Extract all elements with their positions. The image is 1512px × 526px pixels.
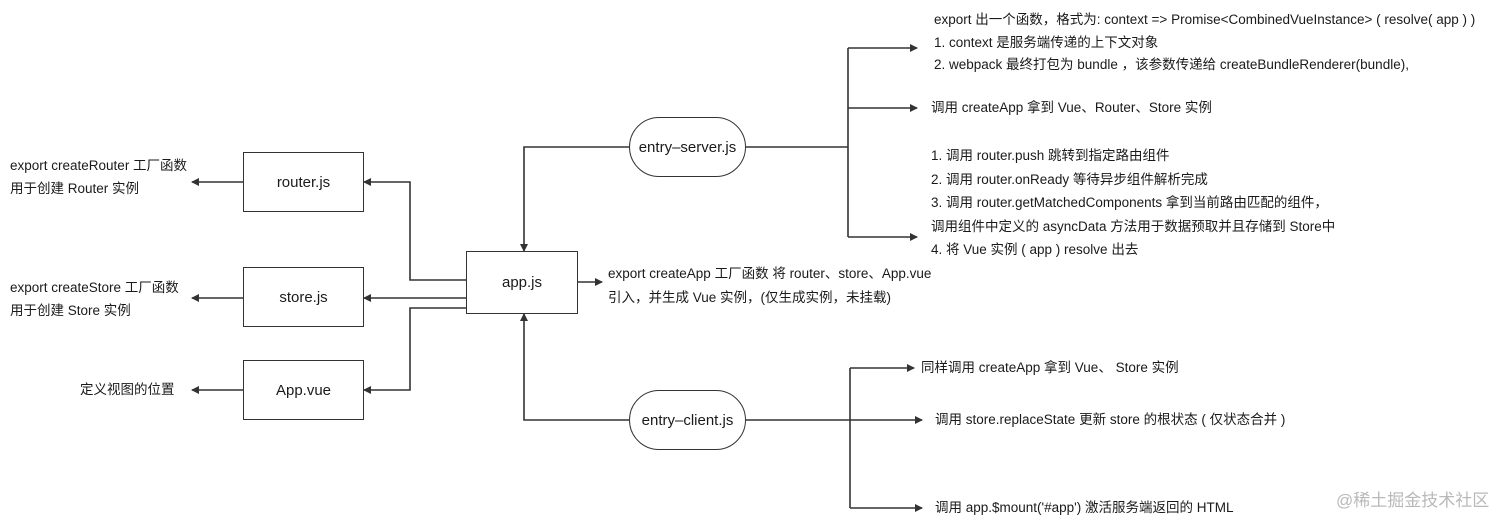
node-router-js: router.js xyxy=(243,152,364,212)
note-client-replace: 调用 store.replaceState 更新 store 的根状态 ( 仅状… xyxy=(935,412,1286,427)
edge-client-bracket xyxy=(746,368,851,508)
note-server-create: 调用 createApp 拿到 Vue、Router、Store 实例 xyxy=(931,100,1212,115)
note-server-export: export 出一个函数，格式为: context => Promise<Com… xyxy=(934,12,1476,72)
edge-app-appvue xyxy=(363,307,466,394)
note-router: export createRouter 工厂函数 用于创建 Router 实例 xyxy=(10,158,188,196)
edge-client-app xyxy=(520,313,629,421)
node-store-js: store.js xyxy=(243,267,364,327)
note-client-mount: 调用 app.$mount('#app') 激活服务端返回的 HTML xyxy=(935,500,1234,515)
edge-server-app xyxy=(520,146,629,252)
note-store: export createStore 工厂函数 用于创建 Store 实例 xyxy=(10,280,179,318)
note-app: export createApp 工厂函数 将 router、store、App… xyxy=(608,266,932,305)
edge-server-bracket xyxy=(746,48,849,237)
node-entry-client: entry–client.js xyxy=(629,390,746,450)
note-server-steps: 1. 调用 router.push 跳转到指定路由组件 2. 调用 router… xyxy=(931,148,1336,257)
node-entry-server: entry–server.js xyxy=(629,117,746,177)
edge-app-router xyxy=(363,178,466,281)
note-appvue: 定义视图的位置 xyxy=(80,382,175,397)
watermark: @稀土掘金技术社区 xyxy=(1336,491,1490,510)
node-app-vue: App.vue xyxy=(243,360,364,420)
node-app-js: app.js xyxy=(466,251,578,314)
note-client-create: 同样调用 createApp 拿到 Vue、 Store 实例 xyxy=(921,360,1179,375)
